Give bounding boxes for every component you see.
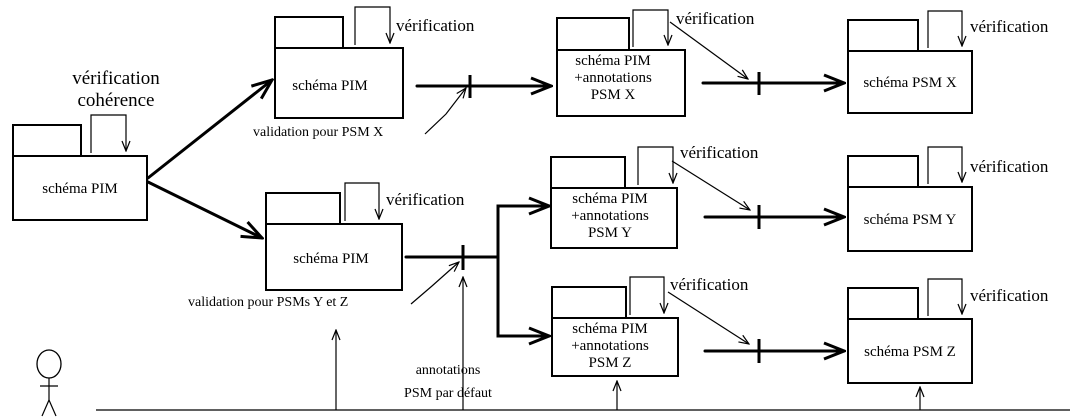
box-label: schéma PIM <box>572 191 647 207</box>
validation-yz-pointer <box>410 262 459 305</box>
verif-label: vérification <box>396 16 475 35</box>
verif-label: vérification <box>970 17 1049 36</box>
box-label: +annotations <box>574 70 652 86</box>
pim-yz-box: schéma PIM <box>265 182 403 291</box>
box-label: schéma PIM <box>572 321 647 337</box>
box-label: schéma PSM X <box>863 75 957 91</box>
verif-label: vérification <box>670 275 749 294</box>
box-label: schéma PIM <box>575 53 650 69</box>
self-check-arrow <box>90 114 126 153</box>
flow-arrow <box>146 180 262 238</box>
user-stick-figure <box>36 349 62 417</box>
box-label: PSM X <box>591 87 636 103</box>
pim-ann-x-box: schéma PIM +annotations PSM X <box>556 9 686 117</box>
psm-x-box: schéma PSM X <box>847 10 973 114</box>
user-arrows <box>336 277 920 410</box>
verif-label: vérification <box>970 157 1049 176</box>
verif-pointer <box>669 21 748 79</box>
box-label: schéma PSM Y <box>864 212 957 228</box>
box-label: PSM Z <box>589 355 632 371</box>
verif-coherence-line1: vérification <box>72 68 160 89</box>
psm-y-box: schéma PSM Y <box>847 146 973 252</box>
flow-arrow <box>496 255 549 336</box>
default-annotations-line1: annotations <box>416 363 481 378</box>
pim-ann-z-box: schéma PIM +annotations PSM Z <box>551 276 679 377</box>
box-label: schéma PIM <box>42 181 117 197</box>
verif-label: vérification <box>676 9 755 28</box>
validation-x-pointer <box>424 88 466 135</box>
verif-pointer <box>671 160 750 210</box>
validation-yz-label: validation pour PSMs Y et Z <box>188 295 348 310</box>
verif-label: vérification <box>386 190 465 209</box>
gate-ticks <box>461 72 761 363</box>
flow-arrow <box>146 80 272 180</box>
pim-x-box: schéma PIM <box>274 6 404 119</box>
verif-label: vérification <box>970 286 1049 305</box>
verif-pointer <box>667 291 749 344</box>
box-label: +annotations <box>571 208 649 224</box>
box-label: schéma PIM <box>292 78 367 94</box>
verif-label: vérification <box>680 143 759 162</box>
verification-pointers <box>667 21 750 344</box>
box-label: PSM Y <box>588 225 632 241</box>
pim-ann-y-box: schéma PIM +annotations PSM Y <box>550 146 678 249</box>
psm-z-box: schéma PSM Z <box>847 278 973 384</box>
flow-arrow <box>496 206 549 259</box>
box-label: schéma PSM Z <box>864 344 956 360</box>
verif-coherence-line2: cohérence <box>78 90 155 111</box>
box-label: schéma PIM <box>293 251 368 267</box>
pim-main-box: schéma PIM <box>12 114 148 221</box>
default-annotations-line2: PSM par défaut <box>404 386 492 401</box>
box-label: +annotations <box>571 338 649 354</box>
validation-x-label: validation pour PSM X <box>253 125 383 140</box>
flow-arrows <box>146 80 844 351</box>
